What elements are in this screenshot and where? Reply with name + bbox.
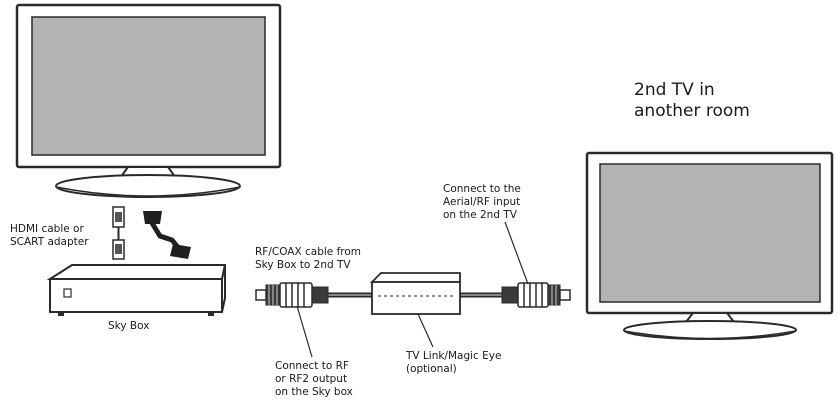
second-tv-screen xyxy=(599,163,821,303)
leader-connect-aerial xyxy=(504,221,529,285)
right-coax-connector xyxy=(501,282,571,308)
label-connect-rf: Connect to RF or RF2 output on the Sky b… xyxy=(275,360,353,398)
left-coax-connector xyxy=(255,282,329,308)
label-hdmi-scart: HDMI cable or SCART adapter xyxy=(10,223,89,248)
tv-link-box xyxy=(369,272,461,315)
second-tv xyxy=(585,151,834,340)
main-tv-screen xyxy=(31,16,266,156)
label-sky-box: Sky Box xyxy=(108,320,150,332)
hdmi-cable xyxy=(112,206,125,260)
sky-box-button xyxy=(63,288,72,298)
leader-connect-rf xyxy=(296,305,313,358)
label-second-tv: 2nd TV in another room xyxy=(634,80,750,121)
label-connect-aerial: Connect to the Aerial/RF input on the 2n… xyxy=(443,183,521,221)
label-rf-cable: RF/COAX cable from Sky Box to 2nd TV xyxy=(255,246,362,271)
sky-box xyxy=(46,264,227,316)
second-tv-stand xyxy=(623,320,797,340)
main-tv-stand xyxy=(55,174,241,198)
label-tv-link: TV Link/Magic Eye (optional) xyxy=(406,350,502,375)
main-tv xyxy=(15,3,282,198)
leader-tv-link xyxy=(417,313,434,348)
scart-adapter xyxy=(143,211,191,259)
